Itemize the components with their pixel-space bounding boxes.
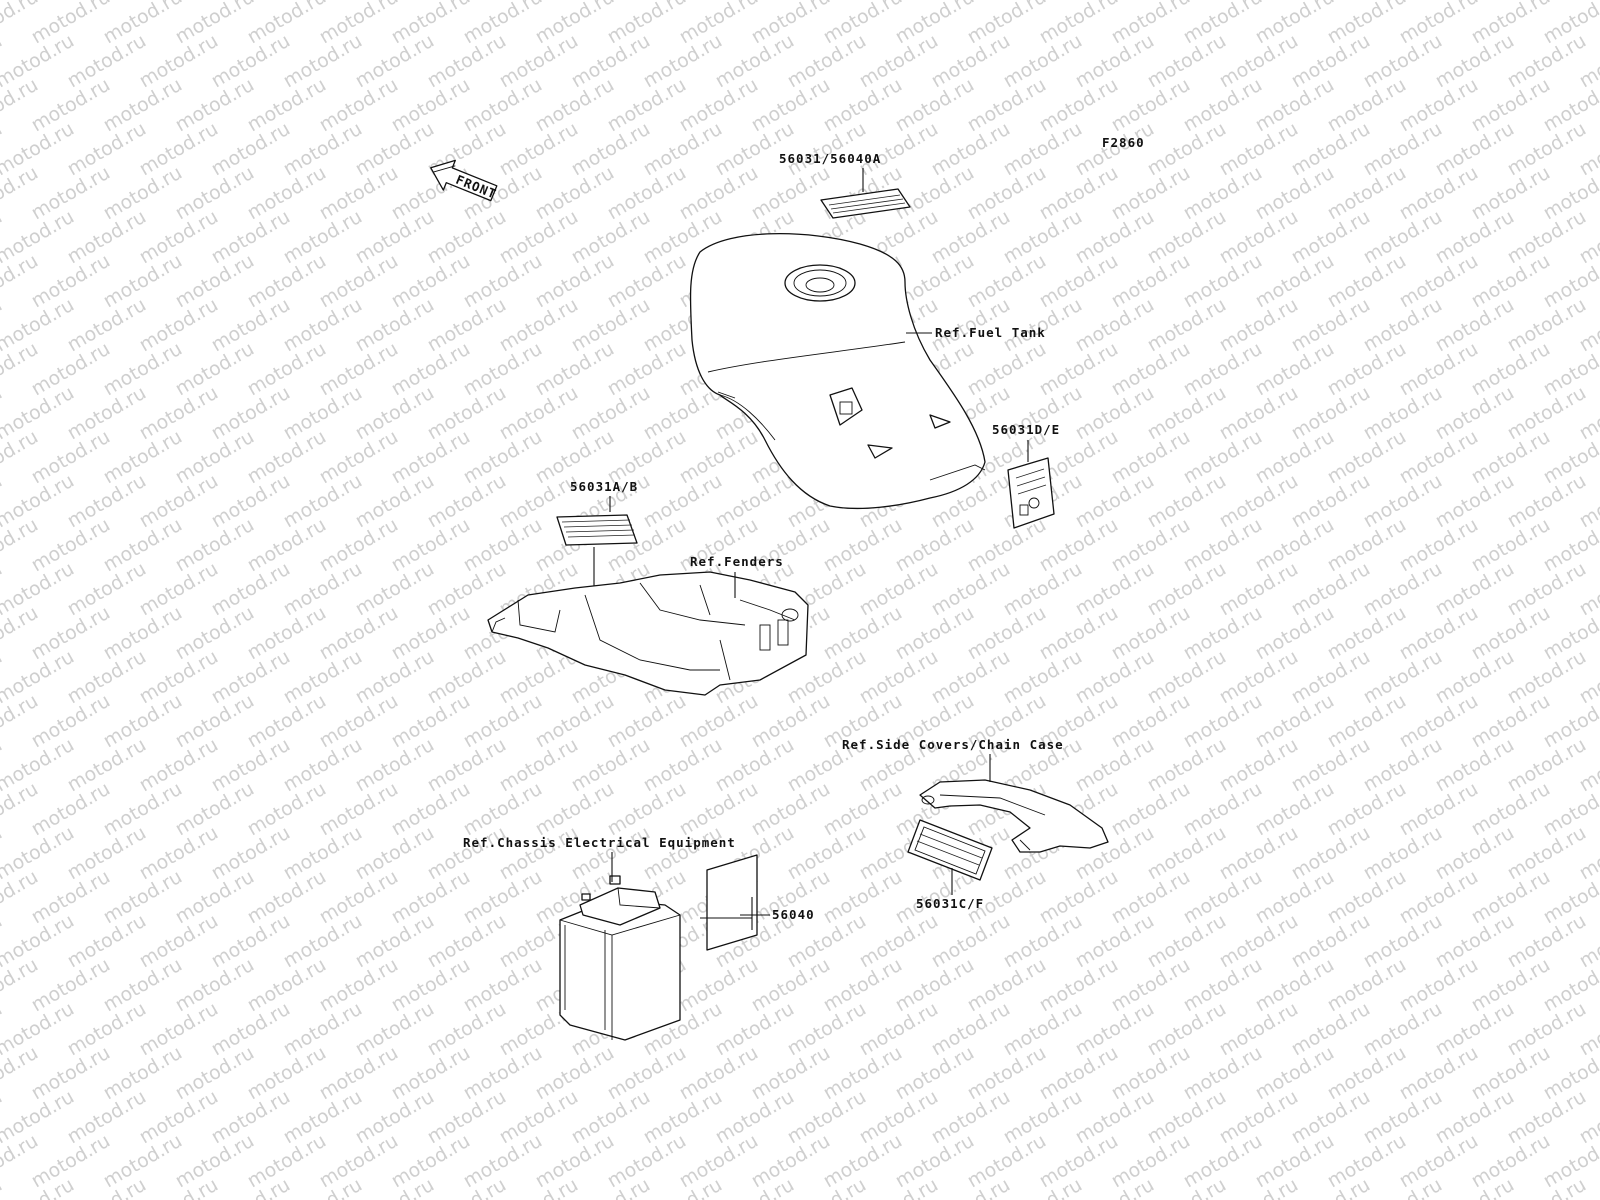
side-covers-ref-label: Ref.Side Covers/Chain Case xyxy=(842,737,1064,752)
battery xyxy=(559,875,681,1041)
fender-decal-label: 56031A/B xyxy=(570,479,638,494)
tank-side-decal xyxy=(1007,457,1055,529)
tank-top-decal xyxy=(820,188,911,219)
watermark-text: motod.ru xyxy=(1576,0,1600,4)
fender-decal xyxy=(556,514,638,546)
chain-case-decal-label: 56031C/F xyxy=(916,896,984,911)
fenders-ref-label: Ref.Fenders xyxy=(690,554,784,569)
chain-case xyxy=(919,779,1109,853)
battery-decal-label: 56040 xyxy=(772,907,815,922)
figure-code: F2860 xyxy=(1102,135,1145,150)
chain-case-decal xyxy=(907,819,993,881)
fuel-tank xyxy=(689,233,986,510)
watermark-text: motod.ru xyxy=(0,1174,6,1200)
rear-fender xyxy=(487,571,809,696)
tank-decal-label: 56031/56040A xyxy=(779,151,881,166)
battery-decal xyxy=(706,854,758,951)
fuel-tank-ref-label: Ref.Fuel Tank xyxy=(935,325,1046,340)
tank-side-decal-label: 56031D/E xyxy=(992,422,1060,437)
chassis-elec-ref-label: Ref.Chassis Electrical Equipment xyxy=(463,835,736,850)
